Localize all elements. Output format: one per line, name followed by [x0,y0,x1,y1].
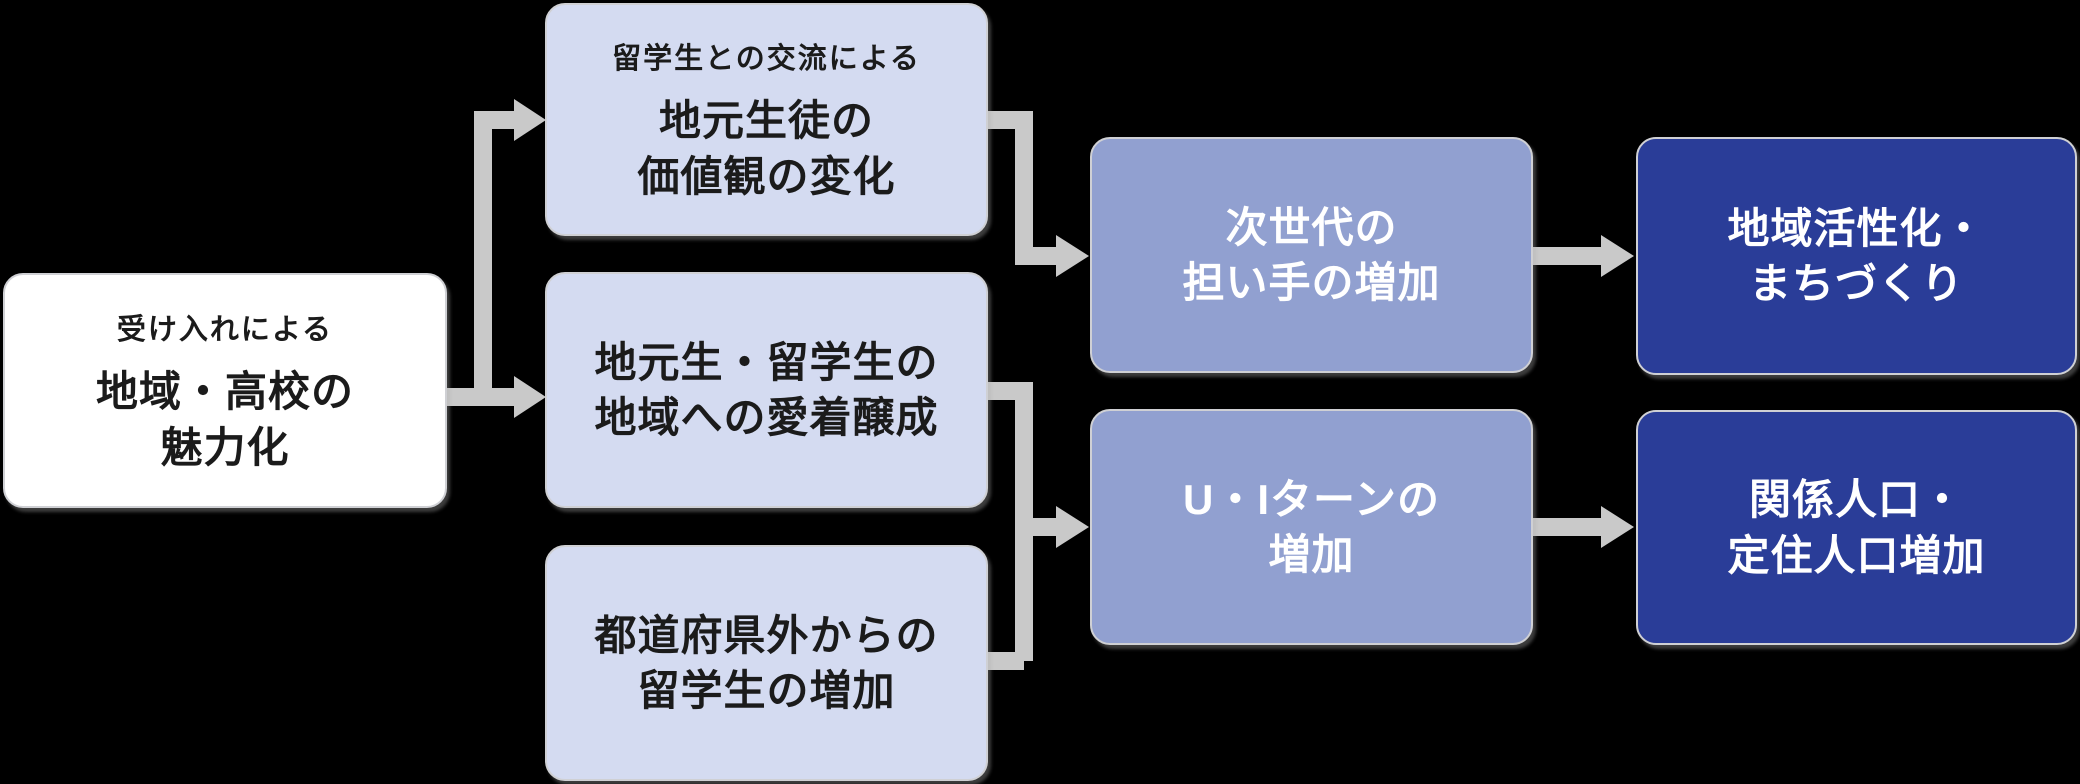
arrowhead-to-impact1 [1601,235,1634,277]
node-source-subtitle: 受け入れによる [116,314,334,347]
node-impact-revital-title: 地域活性化・ まちづくり [1727,204,1986,307]
node-factor-attachment-title: 地元生・留学生の 地域への愛着醸成 [594,338,939,441]
node-outcome-ui-turn: U・Iターンの 増加 [1090,409,1533,645]
node-outcome-uiturn-title: U・Iターンの 増加 [1183,475,1440,578]
node-factor-attachment: 地元生・留学生の 地域への愛着醸成 [545,272,988,508]
node-source-title: 地域・高校の 魅力化 [95,368,354,471]
connector-factor1-to-outcome1 [988,111,1056,265]
node-source-appeal: 受け入れによる 地域・高校の 魅力化 [3,273,447,508]
node-factor-students-increase: 都道府県外からの 留学生の増加 [545,545,988,781]
node-factor-value-subtitle: 留学生との交流による [612,43,921,76]
node-impact-revitalization: 地域活性化・ まちづくり [1636,137,2077,375]
node-factor-value-change: 留学生との交流による 地元生徒の 価値観の変化 [545,3,988,236]
connector-source-branch [447,111,514,406]
arrowhead-to-factor1 [514,99,546,141]
node-impact-population-title: 関係人口・ 定住人口増加 [1727,476,1986,579]
node-outcome-nextgen-title: 次世代の 担い手の増加 [1182,203,1441,306]
node-factor-value-title: 地元生徒の 価値観の変化 [637,97,896,200]
arrowhead-to-factor2 [514,376,546,418]
arrowhead-to-outcome1 [1056,235,1089,277]
arrowhead-to-outcome2 [1056,506,1089,548]
connector-factors-to-outcome2 [988,382,1056,670]
arrowhead-to-impact2 [1601,506,1634,548]
node-impact-population: 関係人口・ 定住人口増加 [1636,410,2077,645]
node-outcome-next-generation: 次世代の 担い手の増加 [1090,137,1533,373]
node-factor-students-title: 都道府県外からの 留学生の増加 [594,611,939,714]
